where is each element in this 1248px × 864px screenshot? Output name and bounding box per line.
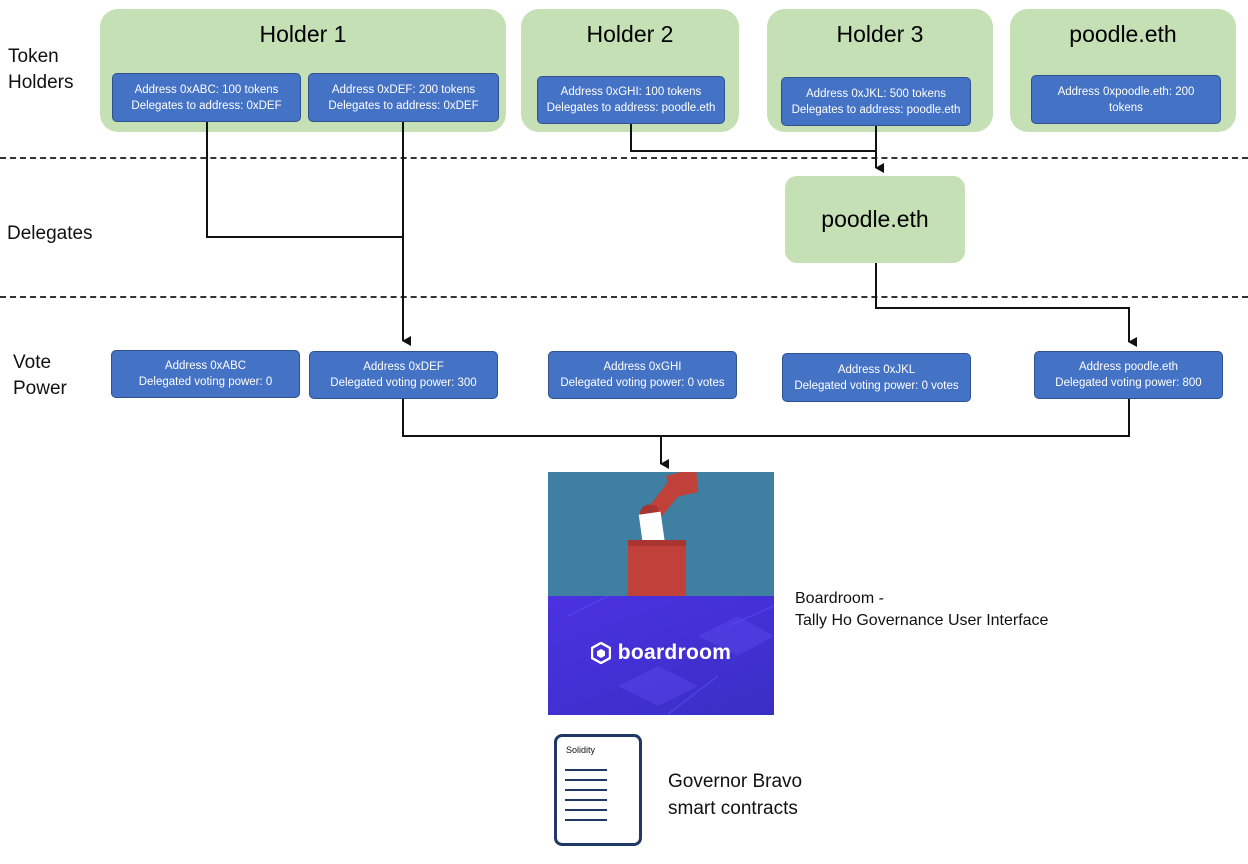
boardroom-logo: boardroom [548,641,774,665]
delegate-poodle-title: poodle.eth [821,206,929,232]
holder-3-title: Holder 3 [836,21,924,47]
vote-power-0xabc: Address 0xABC Delegated voting power: 0 [111,350,300,398]
boardroom-brand-text: boardroom [617,641,732,664]
vote-power-0xdef: Address 0xDEF Delegated voting power: 30… [309,351,498,399]
row-label-vote-power: Vote Power [13,352,67,399]
contracts-caption: Governor Bravo smart contracts [668,771,803,819]
holder-1-title: Holder 1 [259,21,347,47]
row-label-delegates: Delegates [7,223,93,244]
holder-2-address-0xghi: Address 0xGHI: 100 tokens Delegates to a… [537,76,725,124]
divider-holders-delegates [0,157,1248,159]
connector-0xabc-to-0xdef [206,122,403,238]
ballot-box-icon [628,472,698,596]
boardroom-hexagon-icon [590,642,611,664]
vote-power-0xjkl: Address 0xJKL Delegated voting power: 0 … [782,353,971,402]
solidity-document-icon: Solidity [554,734,642,846]
holder-2-title: Holder 2 [586,21,674,47]
holder-poodle-title: poodle.eth [1069,21,1177,47]
holder-1-address-0xdef: Address 0xDEF: 200 tokens Delegates to a… [308,73,499,122]
holder-poodle-address: Address 0xpoodle.eth: 200 tokens [1031,75,1221,124]
boardroom-caption: Boardroom - Tally Ho Governance User Int… [795,590,1049,629]
connector-votes-to-boardroom [402,399,1130,437]
vote-power-poodle: Address poodle.eth Delegated voting powe… [1034,351,1223,399]
doc-line [565,809,607,811]
doc-label: Solidity [566,745,596,755]
holder-1-address-0xabc: Address 0xABC: 100 tokens Delegates to a… [112,73,301,122]
vote-power-0xghi: Address 0xGHI Delegated voting power: 0 … [548,351,737,399]
row-label-token-holders: Token Holders [8,46,74,93]
doc-line [565,769,607,771]
doc-line [565,819,607,821]
holder-3-address-0xjkl: Address 0xJKL: 500 tokens Delegates to a… [781,77,971,126]
boardroom-image: boardroom [548,472,774,715]
divider-delegates-vote-power [0,296,1248,298]
connector-delegate-to-vote-poodle [875,263,1137,347]
doc-line [565,779,607,781]
brand-pattern [567,596,774,715]
doc-line [565,789,607,791]
doc-line [565,799,607,801]
delegate-poodle-box: poodle.eth [785,176,965,263]
